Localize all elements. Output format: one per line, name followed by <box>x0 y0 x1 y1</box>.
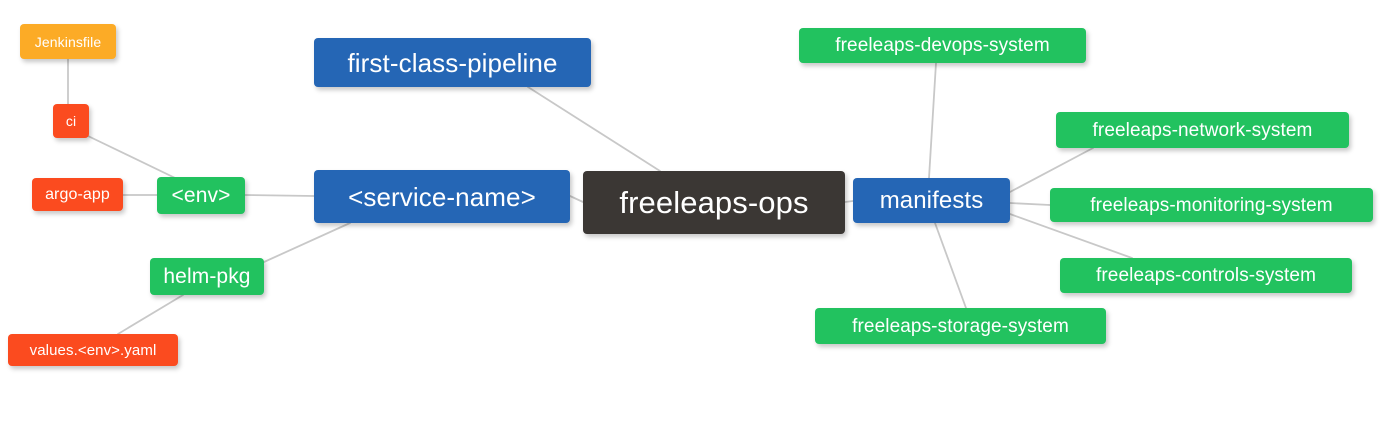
node-label-first-class-pipeline: first-class-pipeline <box>347 47 558 78</box>
node-label-monitoring-system: freeleaps-monitoring-system <box>1090 194 1333 216</box>
node-values-yaml[interactable]: values.<env>.yaml <box>8 334 178 366</box>
node-label-service-name: <service-name> <box>348 181 536 212</box>
node-env[interactable]: <env> <box>157 177 245 214</box>
node-label-controls-system: freeleaps-controls-system <box>1095 265 1317 286</box>
node-label-jenkinsfile: Jenkinsfile <box>34 33 102 50</box>
node-storage-system[interactable]: freeleaps-storage-system <box>815 308 1106 344</box>
node-network-system[interactable]: freeleaps-network-system <box>1056 112 1349 148</box>
edge-service-name-env <box>244 194 315 197</box>
node-first-class-pipeline[interactable]: first-class-pipeline <box>314 38 591 87</box>
edge-manifests-devops-system <box>928 62 937 179</box>
node-service-name[interactable]: <service-name> <box>314 170 570 223</box>
edge-root-service-name <box>569 195 584 203</box>
edge-service-name-helm-pkg <box>263 222 351 263</box>
node-label-storage-system: freeleaps-storage-system <box>852 315 1069 337</box>
node-root-freeleaps-ops[interactable]: freeleaps-ops <box>583 171 845 234</box>
node-manifests[interactable]: manifests <box>853 178 1010 223</box>
node-argo-app[interactable]: argo-app <box>32 178 123 211</box>
node-helm-pkg[interactable]: helm-pkg <box>150 258 264 295</box>
edge-manifests-storage-system <box>934 222 967 309</box>
node-devops-system[interactable]: freeleaps-devops-system <box>799 28 1086 63</box>
node-label-manifests: manifests <box>879 186 984 214</box>
edge-manifests-network-system <box>1009 147 1094 193</box>
edge-manifests-monitoring-system <box>1009 202 1051 206</box>
node-label-freeleaps-ops: freeleaps-ops <box>619 185 809 220</box>
node-label-env: <env> <box>171 184 231 207</box>
node-controls-system[interactable]: freeleaps-controls-system <box>1060 258 1352 293</box>
edge-root-manifests <box>844 200 854 203</box>
node-monitoring-system[interactable]: freeleaps-monitoring-system <box>1050 188 1373 222</box>
node-label-argo-app: argo-app <box>45 185 110 203</box>
node-ci[interactable]: ci <box>53 104 89 138</box>
node-label-devops-system: freeleaps-devops-system <box>835 35 1050 56</box>
node-jenkinsfile[interactable]: Jenkinsfile <box>20 24 116 59</box>
edge-root-first-class-pipeline <box>527 86 661 172</box>
node-label-helm-pkg: helm-pkg <box>163 265 251 288</box>
node-label-values-yaml: values.<env>.yaml <box>29 341 157 359</box>
node-label-ci: ci <box>65 113 77 129</box>
edge-helm-pkg-values-yaml <box>117 294 184 335</box>
node-label-network-system: freeleaps-network-system <box>1092 119 1313 141</box>
